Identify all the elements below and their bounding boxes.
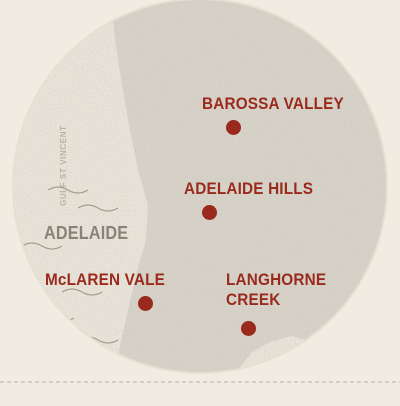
region-label-langhorne-creek: LANGHORNE [226, 270, 327, 289]
region-label-langhorne-creek-line2: CREEK [226, 290, 281, 309]
region-marker-langhorne-creek[interactable] [241, 321, 256, 336]
region-marker-adelaide-hills[interactable] [202, 205, 217, 220]
region-label-barossa-valley: BAROSSA VALLEY [202, 94, 344, 113]
water-label: GULF ST VINCENT [59, 125, 68, 206]
region-marker-mclaren-vale[interactable] [138, 296, 153, 311]
region-label-adelaide-hills: ADELAIDE HILLS [184, 179, 314, 198]
city-label-adelaide: ADELAIDE [44, 223, 129, 243]
region-label-mclaren-vale: McLAREN VALE [45, 270, 166, 289]
region-marker-barossa-valley[interactable] [226, 120, 241, 135]
